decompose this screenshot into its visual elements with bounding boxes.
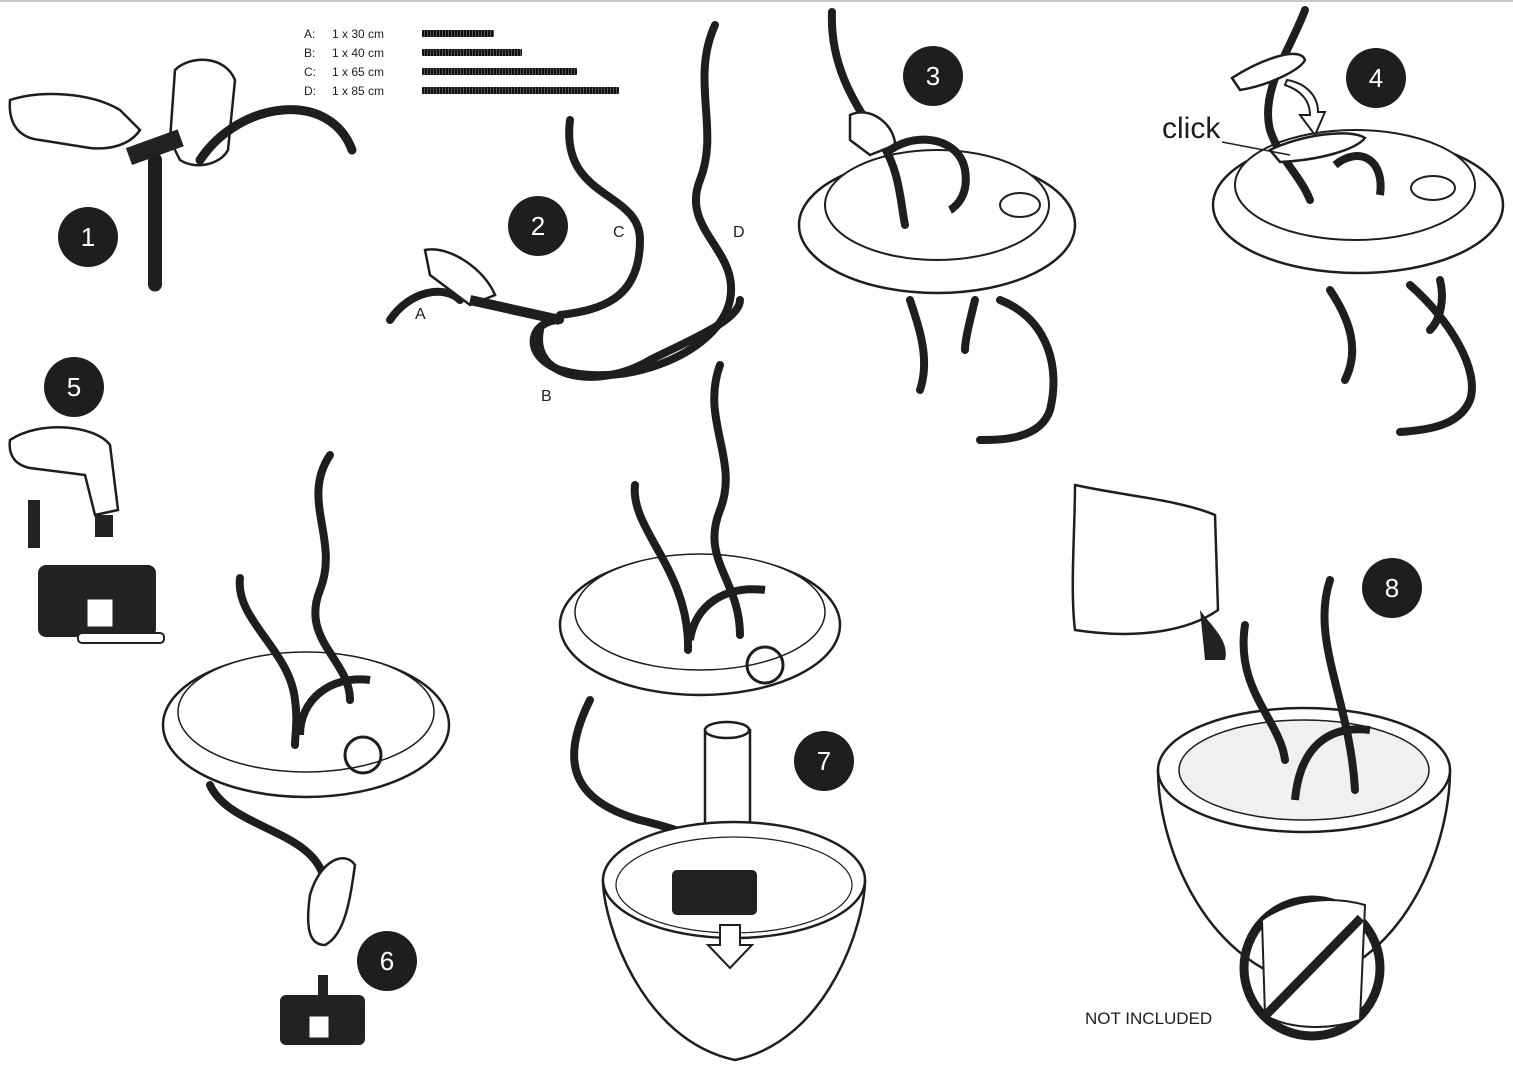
step-badge-1: 1 bbox=[58, 207, 118, 267]
step-badge-5: 5 bbox=[44, 357, 104, 417]
click-label: click bbox=[1162, 112, 1220, 146]
nozzle-1 bbox=[28, 500, 40, 548]
legend-bar bbox=[422, 68, 577, 75]
legend-bar bbox=[422, 49, 522, 56]
hose-under-4c bbox=[1400, 285, 1472, 432]
legend-length: 1 x 85 cm bbox=[332, 84, 422, 98]
push-arrow bbox=[1285, 80, 1325, 135]
hose-connector bbox=[470, 300, 560, 320]
legend-key: D: bbox=[304, 84, 332, 98]
legend-length: 1 x 40 cm bbox=[332, 46, 422, 60]
hose-label-c: C bbox=[613, 224, 625, 242]
gravel-bag bbox=[1073, 485, 1218, 634]
hose-under-1 bbox=[910, 300, 924, 390]
hose-under-4a bbox=[1330, 290, 1352, 380]
nozzle-2 bbox=[95, 515, 113, 537]
hose-6-down bbox=[210, 785, 325, 885]
legend-bar bbox=[422, 87, 619, 94]
legend-key: B: bbox=[304, 46, 332, 60]
step7-illustration bbox=[560, 365, 865, 1060]
pump-6-panel bbox=[308, 1015, 330, 1039]
step-badge-8: 8 bbox=[1362, 558, 1422, 618]
legend-row-c: C: 1 x 65 cm bbox=[304, 62, 619, 81]
hand-left bbox=[10, 94, 140, 148]
hand-step3 bbox=[850, 112, 895, 155]
hand-step2 bbox=[425, 249, 495, 305]
hose-length-legend: A: 1 x 30 cm B: 1 x 40 cm C: 1 x 65 cm D… bbox=[304, 24, 619, 100]
legend-bar bbox=[422, 30, 494, 37]
nozzle-6 bbox=[318, 975, 328, 997]
legend-key: C: bbox=[304, 65, 332, 79]
hose-label-d: D bbox=[733, 224, 745, 242]
hose-label-a: A bbox=[415, 306, 426, 324]
hose-under-3 bbox=[980, 300, 1053, 440]
cylinder-7-top bbox=[705, 722, 749, 738]
hose-label-b: B bbox=[541, 388, 552, 406]
legend-row-d: D: 1 x 85 cm bbox=[304, 81, 619, 100]
step-badge-6: 6 bbox=[357, 931, 417, 991]
hose-c bbox=[560, 120, 640, 315]
legend-length: 1 x 65 cm bbox=[332, 65, 422, 79]
hose-under-2 bbox=[965, 300, 975, 350]
legend-key: A: bbox=[304, 27, 332, 41]
step-badge-3: 3 bbox=[903, 46, 963, 106]
hand-step6 bbox=[308, 858, 355, 945]
hand-step5 bbox=[10, 427, 118, 515]
step5-illustration bbox=[10, 427, 164, 643]
step-badge-2: 2 bbox=[508, 196, 568, 256]
pump-5-feet bbox=[78, 633, 164, 643]
pump-5-panel bbox=[86, 598, 114, 628]
legend-row-a: A: 1 x 30 cm bbox=[304, 24, 619, 43]
legend-length: 1 x 30 cm bbox=[332, 27, 422, 41]
bag-spout bbox=[1200, 610, 1226, 660]
pump-7 bbox=[672, 870, 757, 915]
step-badge-4: 4 bbox=[1346, 48, 1406, 108]
base-disc-top bbox=[825, 150, 1049, 260]
legend-row-b: B: 1 x 40 cm bbox=[304, 43, 619, 62]
step-badge-7: 7 bbox=[794, 731, 854, 791]
not-included-label: NOT INCLUDED bbox=[1085, 1009, 1212, 1029]
